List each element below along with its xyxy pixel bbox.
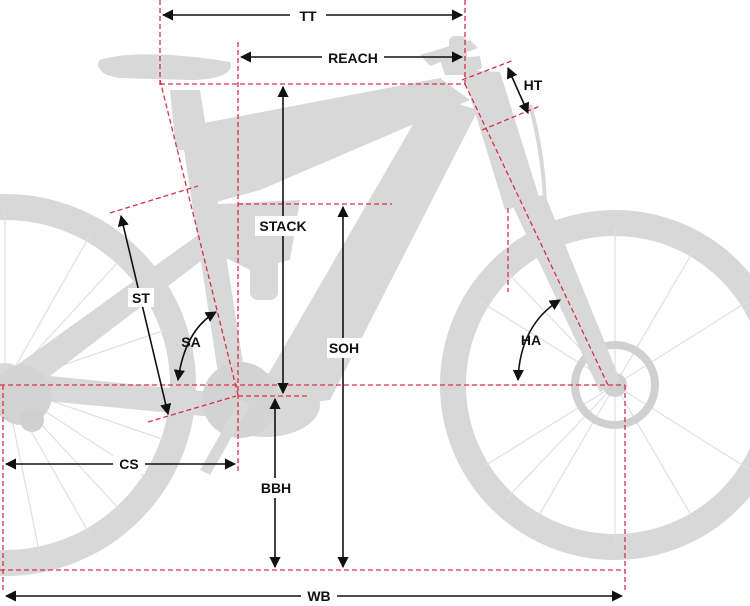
- st-arrow: [117, 214, 172, 416]
- sa-arc: [173, 311, 217, 382]
- label-cs: CS: [119, 456, 138, 472]
- label-sa: SA: [181, 334, 200, 350]
- ht-arrow: [506, 66, 530, 115]
- labels: TT REACH HT STACK ST SA SOH HA CS BBH WB: [113, 6, 546, 606]
- label-wb: WB: [307, 588, 330, 604]
- label-soh: SOH: [329, 340, 359, 356]
- label-reach: REACH: [328, 50, 378, 66]
- ha-arc: [512, 299, 561, 382]
- label-st: ST: [132, 290, 150, 306]
- label-tt: TT: [299, 8, 317, 24]
- label-stack: STACK: [259, 218, 306, 234]
- bike-silhouette: [0, 36, 750, 576]
- label-bbh: BBH: [261, 480, 291, 496]
- guide-lines: [0, 0, 626, 590]
- label-ha: HA: [521, 332, 541, 348]
- label-ht: HT: [524, 77, 543, 93]
